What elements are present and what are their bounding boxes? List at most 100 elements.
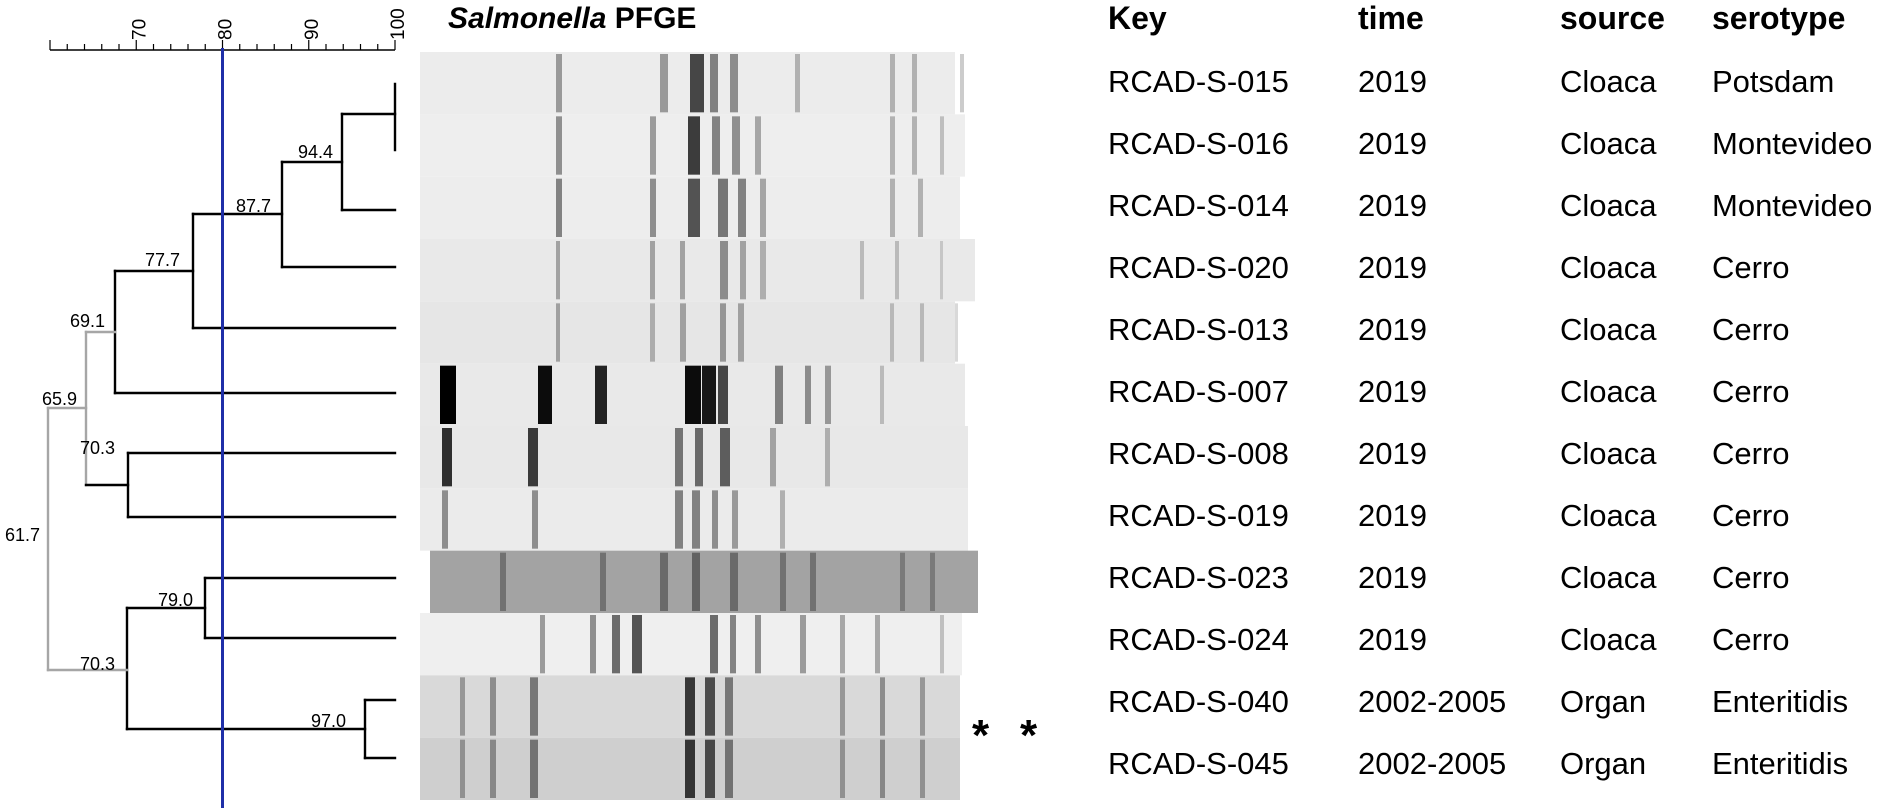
- isolate-key: RCAD-S-019: [1108, 498, 1289, 533]
- gel-band: [590, 615, 596, 674]
- gel-band: [740, 241, 746, 300]
- gel-band: [556, 241, 560, 300]
- gel-band: [775, 365, 783, 424]
- isolate-key: RCAD-S-040: [1108, 684, 1289, 719]
- isolate-source: Cloaca: [1560, 64, 1657, 99]
- isolate-key: RCAD-S-016: [1108, 126, 1289, 161]
- node-similarity-label: 97.0: [311, 711, 346, 731]
- gel-band: [730, 615, 736, 674]
- gel-band: [760, 241, 766, 300]
- isolate-time: 2019: [1358, 250, 1427, 285]
- gel-band: [556, 54, 562, 113]
- gel-marker-asterisk: *: [1020, 711, 1038, 760]
- isolate-serotype: Cerro: [1712, 560, 1790, 595]
- pfge-gel-image: * *: [420, 52, 1038, 800]
- gel-title-organism: Salmonella: [448, 2, 607, 35]
- gel-band: [880, 365, 884, 424]
- isolate-time: 2002-2005: [1358, 746, 1507, 781]
- isolate-time: 2019: [1358, 126, 1427, 161]
- gel-band: [660, 54, 668, 113]
- isolate-serotype: Enteritidis: [1712, 684, 1849, 719]
- gel-band: [600, 552, 606, 611]
- gel-band: [632, 615, 642, 674]
- gel-band: [680, 241, 685, 300]
- gel-band: [890, 303, 894, 362]
- header-serotype: serotype: [1712, 0, 1846, 36]
- gel-band: [940, 241, 943, 300]
- isolate-serotype: Cerro: [1712, 312, 1790, 347]
- header-key: Key: [1108, 0, 1167, 36]
- gel-band: [688, 116, 700, 175]
- gel-band: [760, 178, 766, 237]
- isolate-serotype: Montevideo: [1712, 126, 1873, 161]
- isolate-time: 2019: [1358, 436, 1427, 471]
- gel-band: [920, 677, 925, 736]
- gel-band: [770, 428, 776, 487]
- isolate-key: RCAD-S-015: [1108, 64, 1289, 99]
- node-similarity-label: 69.1: [70, 311, 105, 331]
- scale-tick-label: 100: [388, 8, 409, 40]
- isolate-serotype: Cerro: [1712, 250, 1790, 285]
- gel-band: [705, 677, 715, 736]
- isolate-source: Cloaca: [1560, 622, 1657, 657]
- gel-band: [675, 428, 683, 487]
- gel-band: [805, 365, 811, 424]
- gel-band: [825, 428, 830, 487]
- isolate-source: Organ: [1560, 684, 1647, 719]
- gel-lanes: [420, 52, 978, 800]
- gel-band: [718, 365, 728, 424]
- gel-band: [912, 116, 917, 175]
- gel-band: [720, 303, 726, 362]
- gel-band: [710, 615, 718, 674]
- gel-band: [556, 116, 562, 175]
- gel-band: [442, 428, 452, 487]
- gel-band: [890, 116, 895, 175]
- gel-band: [860, 241, 864, 300]
- gel-band: [912, 54, 917, 113]
- gel-band: [930, 552, 935, 611]
- gel-band: [440, 365, 456, 424]
- gel-band: [650, 241, 655, 300]
- gel-band: [720, 428, 730, 487]
- isolate-source: Cloaca: [1560, 250, 1657, 285]
- gel-band: [725, 739, 733, 798]
- node-similarity-label: 70.3: [80, 654, 115, 674]
- isolate-time: 2002-2005: [1358, 684, 1507, 719]
- header-source: source: [1560, 0, 1665, 36]
- isolate-key: RCAD-S-007: [1108, 374, 1289, 409]
- gel-band: [650, 116, 656, 175]
- gel-band: [880, 677, 885, 736]
- isolate-serotype: Cerro: [1712, 498, 1790, 533]
- isolate-serotype: Cerro: [1712, 374, 1790, 409]
- isolate-time: 2019: [1358, 64, 1427, 99]
- isolate-key: RCAD-S-020: [1108, 250, 1289, 285]
- gel-band: [880, 739, 885, 798]
- gel-band: [730, 552, 738, 611]
- gel-band: [840, 739, 845, 798]
- gel-band: [680, 303, 686, 362]
- gel-lane: [420, 301, 955, 364]
- gel-band: [900, 552, 905, 611]
- isolate-source: Cloaca: [1560, 126, 1657, 161]
- gel-band: [530, 739, 538, 798]
- scale-tick-label: 80: [216, 19, 237, 40]
- gel-lane: [420, 426, 968, 489]
- gel-band: [738, 178, 746, 237]
- isolate-key: RCAD-S-008: [1108, 436, 1289, 471]
- gel-band: [732, 116, 740, 175]
- gel-band: [532, 490, 538, 549]
- dendrogram-tree: [46, 82, 397, 760]
- gel-lane: [430, 550, 978, 613]
- isolate-time: 2019: [1358, 560, 1427, 595]
- node-similarity-label: 94.4: [298, 142, 333, 162]
- gel-band: [675, 490, 683, 549]
- gel-band: [955, 303, 958, 362]
- isolate-key: RCAD-S-013: [1108, 312, 1289, 347]
- header-time: time: [1358, 0, 1424, 36]
- gel-band: [685, 365, 701, 424]
- isolate-serotype: Cerro: [1712, 622, 1790, 657]
- gel-band: [705, 739, 715, 798]
- isolate-source: Cloaca: [1560, 436, 1657, 471]
- gel-band: [810, 552, 816, 611]
